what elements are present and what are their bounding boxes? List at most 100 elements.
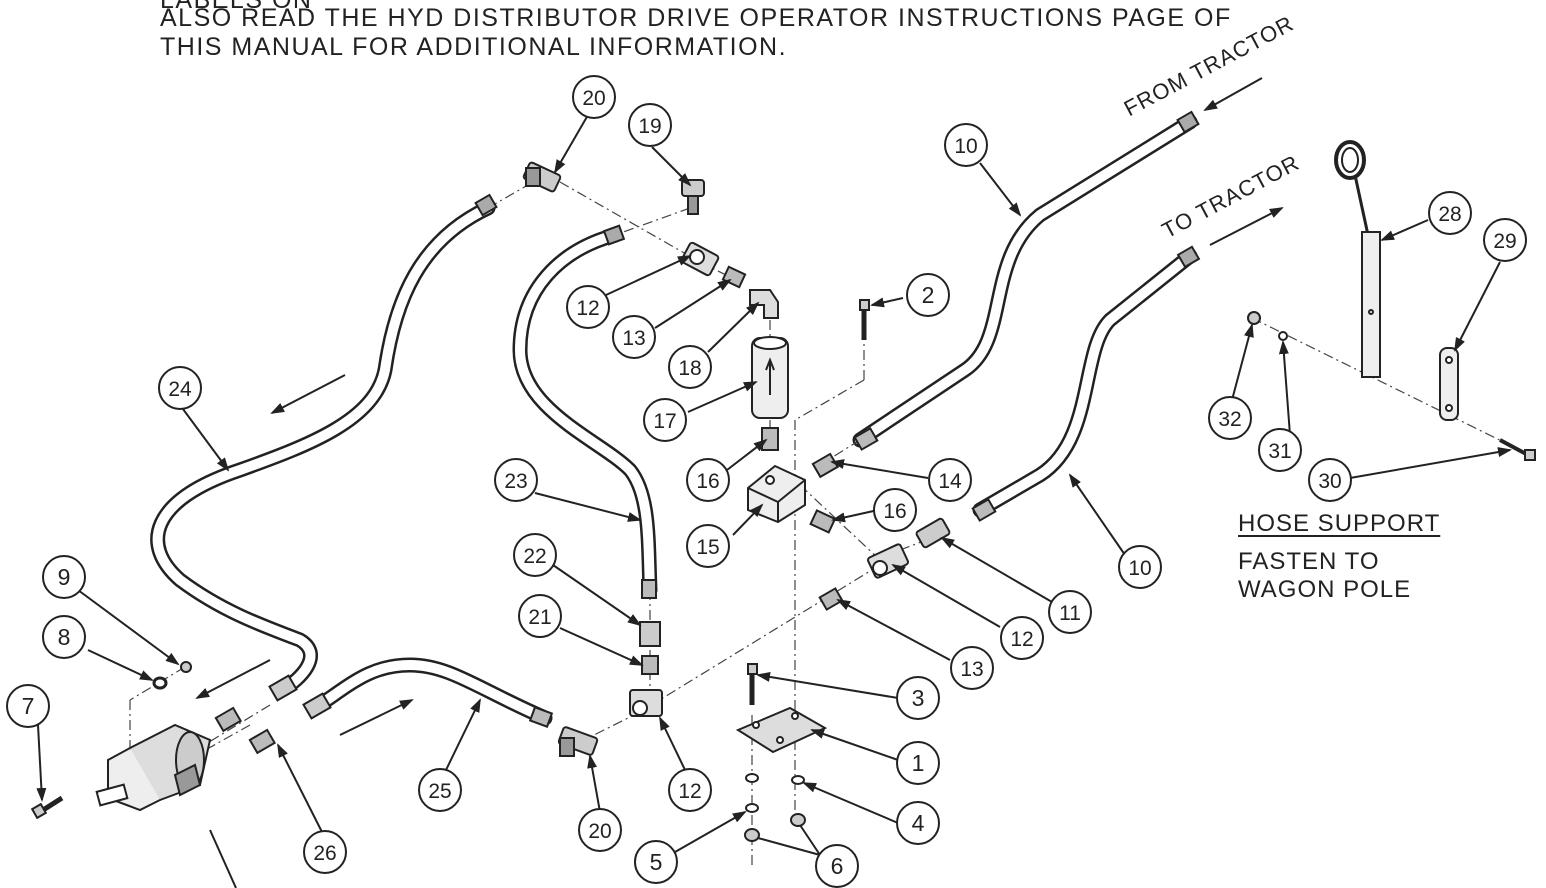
hose-24: [150, 200, 496, 698]
callout-c7: 7: [6, 684, 50, 728]
callout-c13a: 13: [612, 315, 656, 359]
callout-c9: 9: [42, 555, 86, 599]
callout-number: 10: [954, 135, 977, 158]
callout-c5: 5: [634, 840, 678, 884]
callout-number: 20: [588, 820, 611, 843]
hose-fitting: [853, 427, 879, 451]
callout-number: 23: [504, 470, 527, 493]
callout-c4: 4: [896, 801, 940, 845]
callout-circle: [513, 533, 557, 577]
callout-number: 9: [58, 564, 71, 590]
callout-c22: 22: [513, 533, 557, 577]
callout-circle: [896, 801, 940, 845]
callout-circle: [612, 315, 656, 359]
callout-c3: 3: [896, 676, 940, 720]
callout-c23: 23: [494, 458, 538, 502]
callout-c20b: 20: [578, 808, 622, 852]
callout-number: 6: [831, 853, 844, 879]
callout-c15: 15: [686, 524, 730, 568]
screw-7: [30, 795, 64, 820]
hose-fitting: [1176, 110, 1200, 134]
callout-c16b: 16: [873, 488, 917, 532]
callout-c18: 18: [668, 345, 712, 389]
o-ring-8: [152, 676, 168, 690]
callout-number: 25: [428, 780, 451, 803]
callout-number: 31: [1268, 440, 1291, 463]
plate-1: [735, 706, 828, 754]
callout-number: 8: [58, 624, 71, 650]
bolt-2: [859, 299, 870, 340]
tee-12-top: [680, 241, 720, 277]
callout-c28: 28: [1428, 191, 1472, 235]
header-line-1: ALSO READ THE HYD DISTRIBUTOR DRIVE OPER…: [160, 4, 1232, 32]
callout-number: 14: [938, 470, 962, 493]
nut: [790, 813, 806, 827]
callout-circle: [1258, 428, 1302, 472]
callout-circle: [634, 840, 678, 884]
elbow-18: [749, 289, 779, 319]
callout-c1: 1: [896, 741, 940, 785]
callout-number: 13: [622, 327, 645, 350]
callout-circle: [158, 366, 202, 410]
adapter-14: [811, 452, 840, 479]
callout-number: 13: [960, 658, 983, 681]
callout-circle: [668, 345, 712, 389]
washer: [745, 803, 759, 813]
washer: [745, 773, 759, 783]
elbow-20-bottom: [557, 726, 599, 757]
adapter-26a: [214, 706, 243, 733]
callout-c25: 25: [418, 768, 462, 812]
nut-32: [1247, 311, 1261, 325]
hose-end-25: [302, 692, 332, 720]
nipple-13-lower: [818, 587, 844, 611]
callout-circle: [1000, 616, 1044, 660]
callout-number: 11: [1059, 602, 1081, 625]
callout-number: 30: [1318, 470, 1341, 493]
hose-10-upper: [852, 114, 1198, 448]
callout-c26: 26: [303, 830, 347, 874]
callout-c19: 19: [628, 103, 672, 147]
callout-circle: [686, 524, 730, 568]
callout-number: 18: [678, 357, 701, 380]
plug-9: [180, 661, 192, 673]
hose-support-28: [1334, 140, 1381, 378]
callout-number: 4: [912, 810, 925, 836]
adapter-26b: [248, 728, 277, 755]
callout-circle: [42, 615, 86, 659]
callout-circle: [418, 768, 462, 812]
callout-circle: [1208, 396, 1252, 440]
callout-c8: 8: [42, 615, 86, 659]
callout-c30: 30: [1308, 458, 1352, 502]
adapter-16-upper: [761, 427, 779, 451]
callout-circle: [518, 594, 562, 638]
hose-support-line-2: WAGON POLE: [1238, 576, 1412, 603]
callout-c16a: 16: [686, 458, 730, 502]
callout-c12a: 12: [566, 285, 610, 329]
callout-circle: [944, 123, 988, 167]
callout-number: 28: [1438, 203, 1461, 226]
hydraulic-motor: [95, 723, 212, 812]
callout-circle: [42, 555, 86, 599]
callout-c2: 2: [906, 273, 950, 317]
callout-number: 29: [1493, 230, 1516, 253]
callout-c12c: 12: [668, 768, 712, 812]
hose-fitting: [1176, 245, 1201, 269]
callout-circle: [628, 103, 672, 147]
callout-number: 12: [678, 780, 701, 803]
hose-end-24: [268, 674, 298, 702]
callout-circle: [928, 458, 972, 502]
callout-number: 3: [912, 685, 925, 711]
callout-c14: 14: [928, 458, 972, 502]
callout-number: 16: [883, 500, 906, 523]
callout-circle: [572, 75, 616, 119]
callout-c21: 21: [518, 594, 562, 638]
callout-number: 7: [22, 693, 35, 719]
callout-circle: [1308, 458, 1352, 502]
callout-c29: 29: [1483, 218, 1527, 262]
strap-29: [1439, 347, 1459, 421]
hose-support-line-1: FASTEN TO: [1238, 548, 1380, 575]
callout-number: 1: [912, 750, 925, 776]
fitting-22: [639, 621, 661, 647]
callout-c32: 32: [1208, 396, 1252, 440]
hose-25: [310, 657, 553, 726]
